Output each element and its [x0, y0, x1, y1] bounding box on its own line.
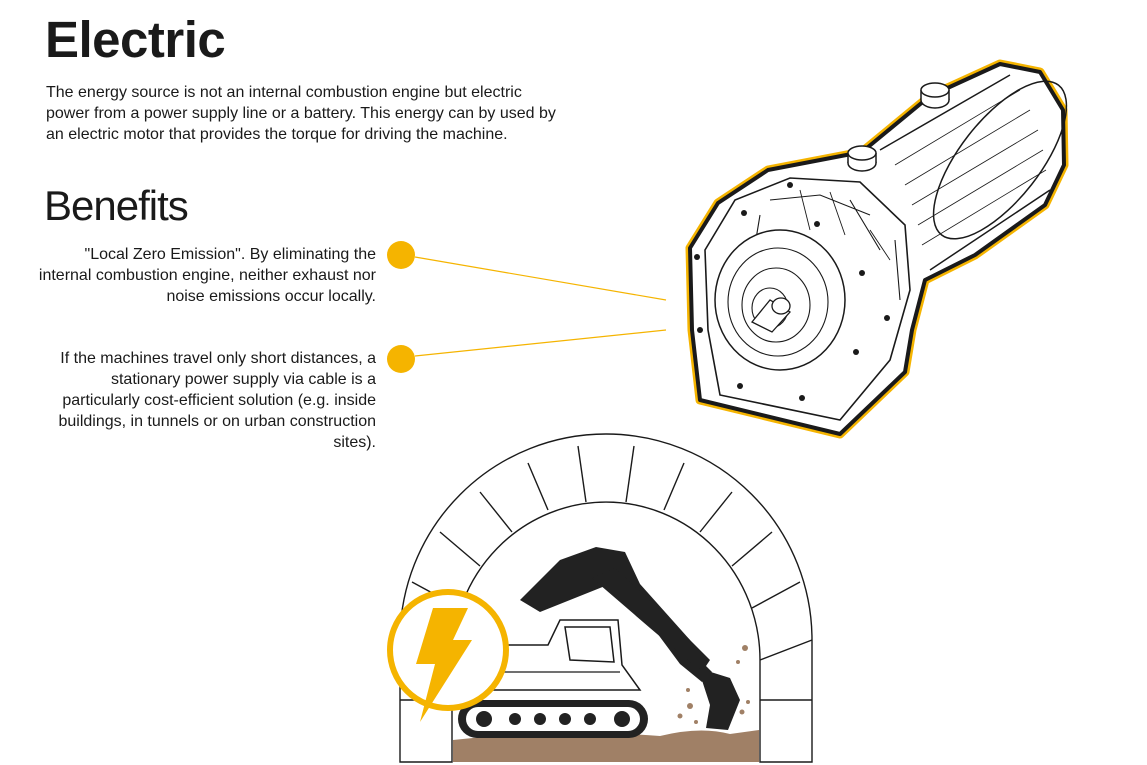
- leader-line-2: [414, 329, 667, 357]
- electric-motor-illustration: [685, 59, 1069, 439]
- benefit-bullet-1: [387, 241, 415, 269]
- page-title: Electric: [45, 11, 226, 68]
- benefits-heading: Benefits: [44, 182, 189, 229]
- intro-paragraph: The energy source is not an internal com…: [46, 84, 556, 144]
- lightning-bolt-icon: [387, 589, 509, 722]
- leader-line-1: [414, 256, 667, 301]
- benefit-bullet-2: [387, 345, 415, 373]
- benefit-item-stationary-power-supply: If the machines travel only short distan…: [58, 350, 376, 452]
- excavator-illustration: [458, 547, 750, 738]
- benefit-item-local-zero-emission: "Local Zero Emission". By eliminating th…: [38, 246, 376, 306]
